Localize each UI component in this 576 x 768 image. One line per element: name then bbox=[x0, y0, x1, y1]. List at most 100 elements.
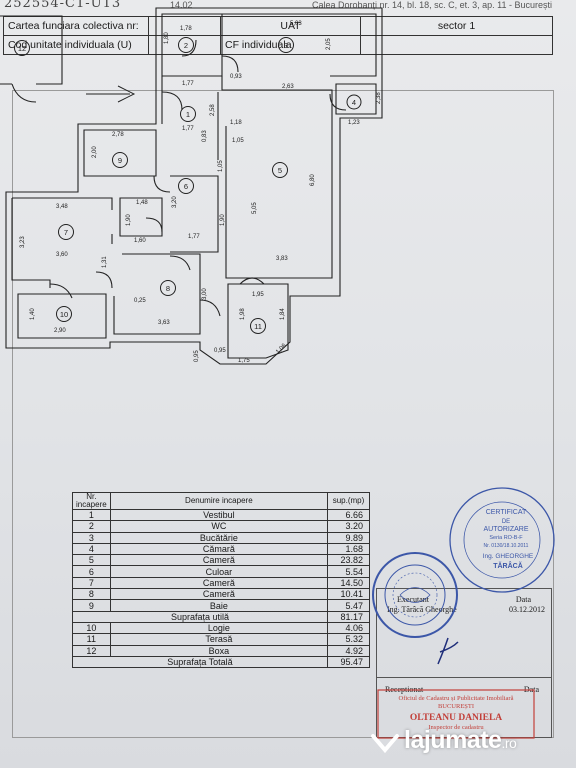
room-marker-4: 4 bbox=[346, 94, 362, 110]
dimension-label: 1,78 bbox=[180, 26, 192, 32]
header-area: sup.(mp) bbox=[327, 492, 370, 510]
dimension-label: 1,77 bbox=[188, 234, 200, 240]
dimension-label: 3,23 bbox=[20, 236, 26, 248]
dimension-label: 2,38 bbox=[376, 92, 382, 104]
svg-text:6: 6 bbox=[184, 182, 188, 191]
room-marker-2: 2 bbox=[178, 37, 194, 53]
svg-text:CERTIFICAT: CERTIFICAT bbox=[486, 509, 527, 516]
dimension-label: 1,75 bbox=[238, 358, 250, 364]
panel-divider bbox=[377, 677, 551, 678]
room-marker-1: 1 bbox=[180, 106, 196, 122]
dimension-label: 3,60 bbox=[56, 252, 68, 258]
dimension-label: 1,31 bbox=[102, 256, 108, 268]
info-value bbox=[360, 35, 553, 55]
top-address: Calea Dorobanți nr. 14, bl. 18, sc. C, e… bbox=[312, 0, 552, 10]
svg-text:11: 11 bbox=[254, 322, 262, 331]
dimension-label: 1,90 bbox=[126, 214, 132, 226]
dimension-label: 2,63 bbox=[282, 84, 294, 90]
dimension-label: 1,05 bbox=[218, 160, 224, 172]
svg-text:10: 10 bbox=[60, 310, 68, 319]
info-row: Cartea funciara colectiva nr: UAT sector… bbox=[3, 16, 553, 36]
svg-text:Seria RO-B-F: Seria RO-B-F bbox=[489, 535, 523, 541]
dimension-label: 1,80 bbox=[164, 32, 170, 44]
rooms-area-table: Nr. incapere Denumire incapere sup.(mp) … bbox=[72, 492, 370, 669]
dimension-label: 1,84 bbox=[280, 308, 286, 320]
info-table: Cartea funciara colectiva nr: UAT sector… bbox=[3, 16, 553, 55]
room-marker-5: 5 bbox=[272, 162, 288, 178]
dimension-label: 1,98 bbox=[240, 308, 246, 320]
dimension-label: 6,80 bbox=[310, 174, 316, 186]
svg-text:9: 9 bbox=[118, 156, 122, 165]
dimension-label: 3,83 bbox=[276, 256, 288, 262]
dimension-label: 5,03 bbox=[290, 21, 302, 27]
svg-text:5: 5 bbox=[278, 166, 282, 175]
svg-text:OLTEANU DANIELA: OLTEANU DANIELA bbox=[410, 713, 502, 723]
svg-text:TĂRÂCĂ: TĂRÂCĂ bbox=[493, 561, 523, 570]
dimension-label: 3,20 bbox=[172, 196, 178, 208]
svg-text:BUCUREȘTI: BUCUREȘTI bbox=[438, 703, 474, 710]
watermark-brand: lajumate bbox=[404, 726, 502, 754]
round-seal bbox=[372, 552, 458, 638]
svg-text:4: 4 bbox=[352, 98, 356, 107]
dimension-label: 1,60 bbox=[134, 238, 146, 244]
entrance-arrow bbox=[86, 85, 136, 103]
dimension-label: 1,06 bbox=[275, 342, 288, 355]
dimension-label: 3,00 bbox=[202, 288, 208, 300]
handwritten-signature bbox=[437, 637, 459, 665]
dimension-label: 2,05 bbox=[326, 38, 332, 50]
dimension-label: 2,58 bbox=[210, 104, 216, 116]
info-label: Cod unitate individuala (U) bbox=[3, 35, 149, 55]
svg-text:2: 2 bbox=[184, 41, 188, 50]
svg-text:Nr. 0130/18.10.2011: Nr. 0130/18.10.2011 bbox=[484, 543, 529, 549]
dimension-label: 2,00 bbox=[92, 146, 98, 158]
watermark: lajumate.ro bbox=[404, 726, 517, 755]
date-value: 03.12.2012 bbox=[509, 605, 545, 614]
svg-text:Oficiul de Cadastru și Publici: Oficiul de Cadastru și Publicitate Imobi… bbox=[399, 695, 514, 702]
room-marker-10: 10 bbox=[56, 306, 72, 322]
dimension-label: 0,95 bbox=[194, 350, 200, 362]
room-marker-8: 8 bbox=[160, 280, 176, 296]
header-nr: Nr. incapere bbox=[72, 492, 111, 510]
floor-plan: 12 2 3 4 1 5 9 6 7 8 10 11 1,78 1,80 5,0… bbox=[0, 7, 383, 365]
dimension-label: 0,25 bbox=[134, 298, 146, 304]
dimension-label: 1,48 bbox=[136, 200, 148, 206]
table-header-row: Nr. incapere Denumire incapere sup.(mp) bbox=[72, 492, 370, 510]
dimension-label: 5,05 bbox=[252, 202, 258, 214]
svg-text:8: 8 bbox=[166, 284, 170, 293]
room-marker-7: 7 bbox=[58, 224, 74, 240]
dimension-label: 1,90 bbox=[220, 214, 226, 226]
dimension-label: 0,95 bbox=[214, 348, 226, 354]
dimension-label: 3,48 bbox=[56, 204, 68, 210]
dimension-label: 1,23 bbox=[348, 120, 360, 126]
room-12-outline bbox=[0, 15, 63, 85]
info-key: CF individuala bbox=[220, 35, 361, 55]
room-marker-3: 3 bbox=[278, 37, 294, 53]
lajumate-logo-icon bbox=[371, 734, 399, 754]
date-label: Data bbox=[515, 595, 531, 604]
dimension-label: 1,77 bbox=[182, 126, 194, 132]
svg-text:DE: DE bbox=[502, 519, 510, 525]
svg-text:7: 7 bbox=[64, 228, 68, 237]
svg-text:3: 3 bbox=[284, 41, 288, 50]
room-marker-6: 6 bbox=[178, 178, 194, 194]
svg-text:Ing. GHEORGHE: Ing. GHEORGHE bbox=[483, 553, 534, 560]
dimension-label: 1,95 bbox=[252, 292, 264, 298]
room-marker-12: 12 bbox=[14, 40, 30, 56]
top-strip: 252554-C1-U13 14.02 Calea Dorobanți nr. … bbox=[0, 0, 576, 14]
handwritten-reference: 252554-C1-U13 bbox=[4, 0, 122, 11]
office-stamp: Oficiul de Cadastru și Publicitate Imobi… bbox=[377, 689, 535, 739]
svg-text:1: 1 bbox=[186, 110, 190, 119]
